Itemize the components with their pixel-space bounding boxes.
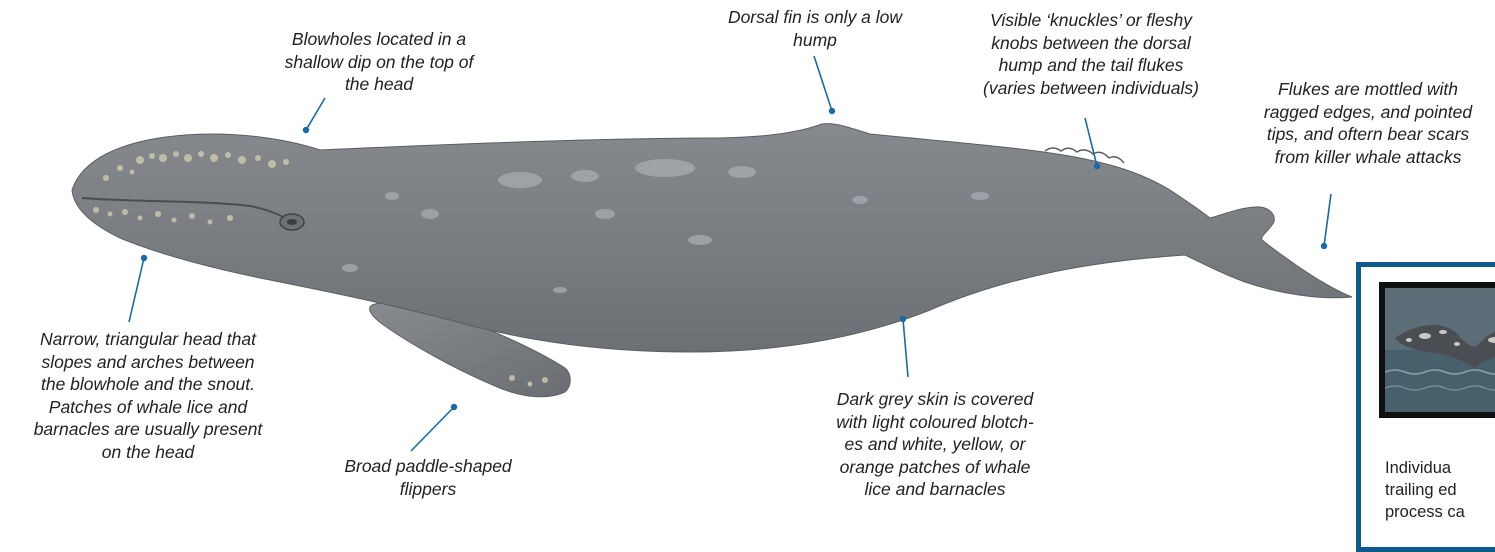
whale-diagram: Blowholes located in a shallow dip on th… (0, 0, 1495, 526)
whale-body (72, 124, 1352, 352)
leader-line-dorsal (814, 56, 832, 111)
annotation-skin: Dark grey skin is covered with light col… (800, 388, 1070, 501)
inset-caption: Individua trailing ed process ca (1385, 457, 1495, 523)
annotation-dorsal-fin: Dorsal fin is only a low hump (700, 6, 930, 51)
annotation-blowholes: Blowholes located in a shallow dip on th… (248, 28, 510, 96)
leader-line-knuckles (1085, 118, 1097, 166)
inset-box: Individua trailing ed process ca (1356, 262, 1495, 552)
fluke-photo-image (1385, 288, 1495, 412)
leader-line-head (129, 258, 144, 322)
inset-caption-line: trailing ed (1385, 479, 1495, 501)
leader-line-skin (903, 319, 908, 377)
leader-line-blowholes (306, 98, 325, 130)
inset-caption-line: process ca (1385, 501, 1495, 523)
annotation-knuckles: Visible ‘knuckles’ or fleshy knobs betwe… (952, 9, 1230, 99)
annotation-head: Narrow, triangular head that slopes and … (0, 328, 296, 463)
annotation-flukes: Flukes are mottled with ragged edges, an… (1236, 78, 1495, 168)
inset-caption-line: Individua (1385, 457, 1495, 479)
leader-line-flukes (1324, 194, 1331, 246)
leader-line-flippers (411, 407, 454, 451)
annotation-flippers: Broad paddle-shaped flippers (320, 455, 536, 500)
fluke-photo (1379, 282, 1495, 418)
